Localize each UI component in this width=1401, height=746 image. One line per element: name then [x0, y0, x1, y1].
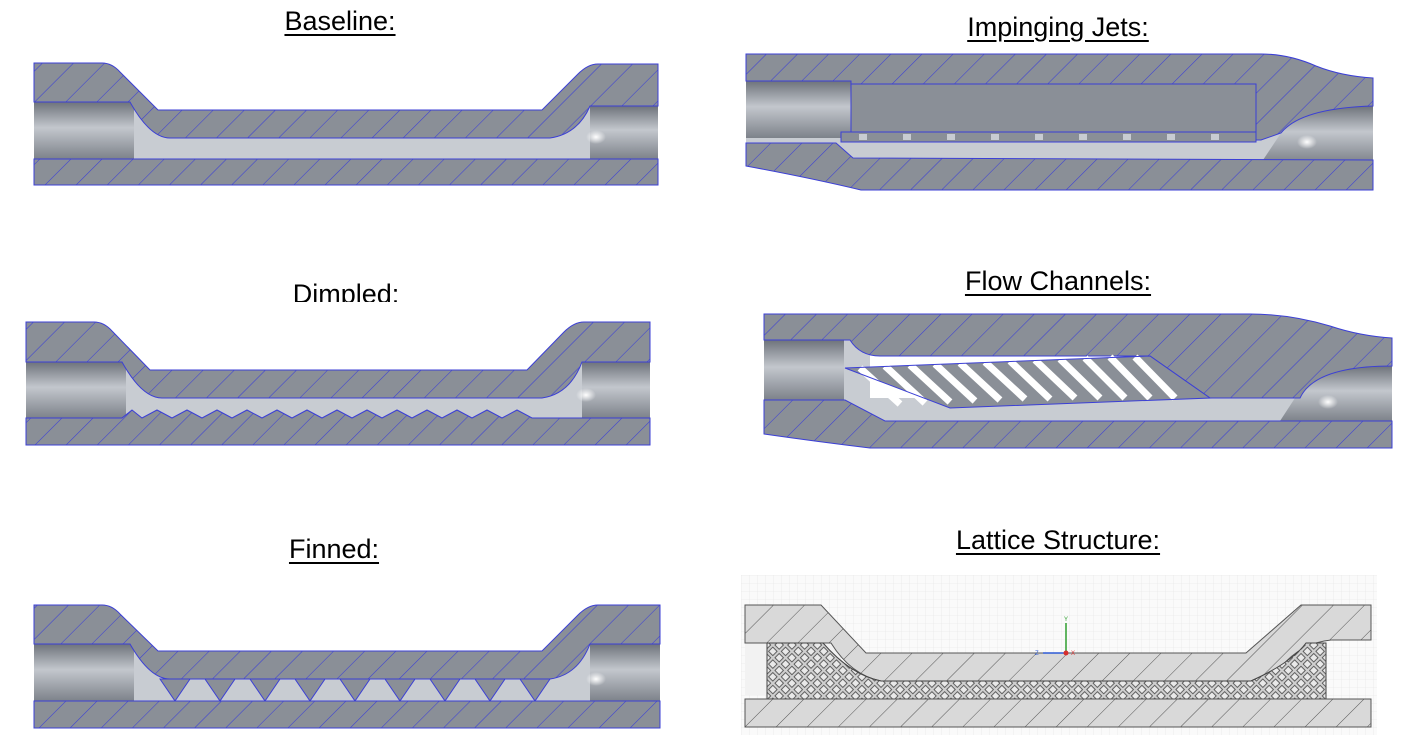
flow-channel: [932, 361, 978, 404]
flow-channel: [1032, 357, 1078, 401]
coordinate-triad: Y Z X: [1035, 617, 1075, 657]
flow-channel: [957, 360, 1003, 403]
jet-hole: [947, 134, 955, 140]
flow-channel: [857, 365, 903, 407]
panel-label-finned: Finned:: [288, 534, 380, 564]
jet-hole: [991, 134, 999, 140]
flow-channel: [882, 363, 928, 406]
highlight: [1318, 395, 1338, 409]
fin: [339, 678, 371, 702]
flow-cavity: [34, 102, 658, 159]
jet-hole: [1079, 134, 1087, 140]
bottom-wall: [33, 700, 661, 729]
fins: [159, 678, 551, 702]
highlight: [576, 388, 596, 402]
outlet-bore: [590, 644, 660, 701]
fin: [474, 678, 506, 702]
lattice-infill: [766, 642, 1327, 700]
flow-channel: [1107, 354, 1153, 401]
inlet-bore: [746, 81, 851, 138]
jet-hole: [1035, 134, 1043, 140]
lattice-section-view: Y Z X: [741, 575, 1377, 735]
flow-channels-section-view: [760, 308, 1397, 456]
jet-hole: [1167, 134, 1175, 140]
panel-label-lattice-structure: Lattice Structure:: [955, 525, 1161, 555]
flow-channel: [982, 359, 1028, 402]
bottom-wall: [745, 142, 1374, 191]
inlet-bore: [34, 644, 134, 701]
triad-z-label: Z: [1035, 651, 1039, 657]
impinging-jets-section-view: [741, 48, 1378, 196]
triad-y-label: Y: [1064, 617, 1068, 623]
panel-label-flow-channels: Flow Channels:: [964, 266, 1152, 296]
jet-plate: [840, 131, 1257, 143]
highlight: [1297, 135, 1317, 149]
flow-channel: [1132, 354, 1178, 401]
flow-channel: [1007, 358, 1053, 402]
panel-label-baseline: Baseline:: [284, 6, 396, 36]
fin: [429, 678, 461, 702]
plenum: [850, 83, 1257, 133]
top-wall: [25, 321, 651, 399]
top-wall: [33, 62, 659, 139]
baseline-section-view: [30, 44, 662, 190]
triad-x-axis: [1063, 650, 1069, 656]
flow-cavity: [34, 644, 660, 701]
jet-hole: [859, 134, 867, 140]
top-wall: [745, 53, 1374, 141]
finned-section-view: [30, 581, 664, 731]
flow-channel: [907, 362, 953, 405]
bottom-wall: [763, 399, 1393, 449]
inlet-bore: [764, 340, 844, 400]
outlet-bore: [582, 362, 650, 418]
fin: [294, 678, 326, 702]
fin: [159, 678, 191, 702]
top-wall: [33, 604, 661, 680]
fin: [519, 678, 551, 702]
highlight: [586, 130, 606, 144]
top-wall: [763, 313, 1393, 399]
jet-hole: [903, 134, 911, 140]
outlet-bore: [1280, 366, 1392, 421]
bottom-wall: [33, 158, 659, 186]
outlet-bore: [1261, 106, 1373, 163]
flow-channel: [1082, 355, 1128, 401]
fin: [384, 678, 416, 702]
flow-channels: [857, 354, 1178, 407]
dimpled-bottom-wall: [25, 409, 651, 446]
fin: [204, 678, 236, 702]
inlet-bore: [26, 362, 126, 418]
flow-cavity: [26, 362, 650, 418]
highlight: [586, 672, 606, 686]
fin: [249, 678, 281, 702]
triad-x-label: X: [1071, 651, 1075, 657]
panel-label-impinging-jets: Impinging Jets:: [967, 12, 1149, 42]
bottom-wall: [744, 698, 1372, 728]
jet-hole: [1211, 134, 1219, 140]
inlet-bore: [34, 102, 134, 159]
flow-channel: [1057, 356, 1103, 401]
dimpled-section-view: [22, 302, 654, 448]
jet-hole: [1123, 134, 1131, 140]
